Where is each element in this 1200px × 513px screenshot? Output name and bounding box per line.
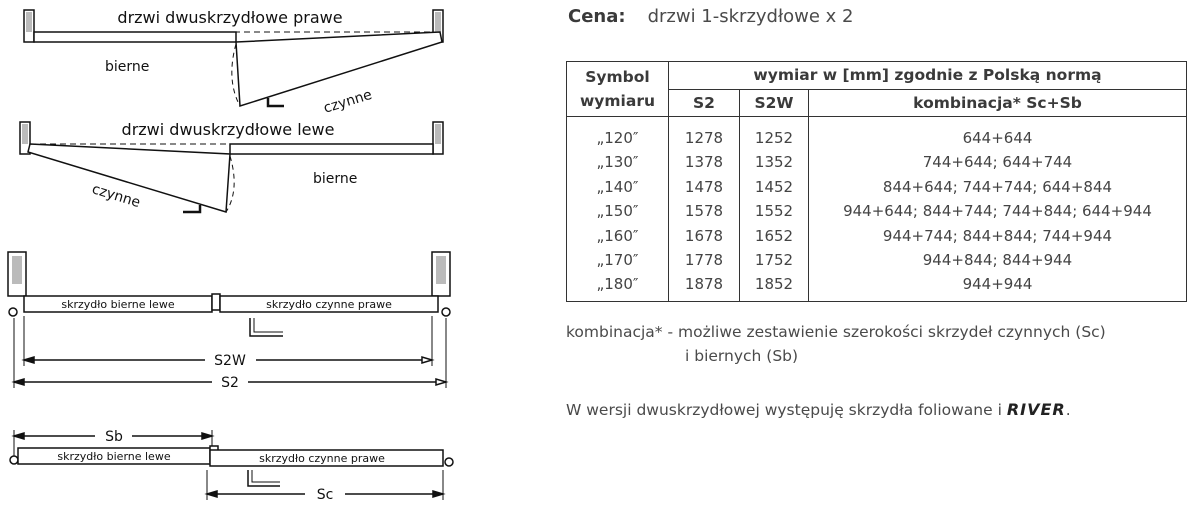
active-leaf-open bbox=[235, 31, 443, 108]
diagram2-passive-label: bierne bbox=[313, 171, 357, 187]
door-diagrams: drzwi dwuskrzydłowe prawe bierne czynne … bbox=[7, 8, 454, 503]
cell-combination: 644+644 bbox=[808, 116, 1187, 151]
cell-combination: 944+844; 844+944 bbox=[808, 248, 1187, 273]
cell-symbol: „140″ bbox=[566, 174, 669, 200]
diagram-leaf-widths bbox=[9, 430, 454, 500]
column-header-combination: kombinacja* Sc+Sb bbox=[808, 88, 1187, 117]
table-row: „150″ 1578 1552 944+644; 844+744; 744+84… bbox=[566, 199, 1187, 224]
plan1-passive-label: skrzydło bierne lewe bbox=[61, 298, 174, 311]
diagram1-passive-label: bierne bbox=[105, 59, 149, 75]
cell-s2: 1478 bbox=[668, 174, 740, 200]
table-header-row: Symbol wymiaru wymiar w [mm] zgodnie z P… bbox=[566, 61, 1187, 117]
table-row: „170″ 1778 1752 944+844; 844+944 bbox=[566, 248, 1187, 273]
cell-s2w: 1352 bbox=[739, 150, 809, 175]
cell-symbol: „170″ bbox=[566, 248, 669, 273]
cell-s2: 1678 bbox=[668, 223, 740, 249]
dimension-s2-label: S2 bbox=[221, 375, 239, 391]
note-line-2: i biernych (Sb) bbox=[685, 347, 799, 365]
cell-s2: 1278 bbox=[668, 116, 740, 151]
cell-combination: 944+944 bbox=[808, 272, 1187, 302]
passive-leaf bbox=[33, 31, 237, 43]
dimension-sb-label: Sb bbox=[105, 429, 123, 445]
cell-combination: 944+644; 844+744; 744+844; 644+944 bbox=[808, 199, 1187, 224]
column-header-s2w: S2W bbox=[739, 88, 809, 117]
cell-combination: 844+644; 744+744; 644+844 bbox=[808, 174, 1187, 200]
cell-combination: 744+644; 644+744 bbox=[808, 150, 1187, 175]
diagram-double-door-left bbox=[19, 121, 444, 214]
cell-s2w: 1652 bbox=[739, 223, 809, 249]
cell-s2w: 1252 bbox=[739, 116, 809, 151]
version-note: W wersji dwuskrzydłowej występuję skrzyd… bbox=[566, 400, 1071, 419]
table-row: „130″ 1378 1352 744+644; 644+744 bbox=[566, 150, 1187, 175]
handle-icon bbox=[266, 98, 284, 108]
diagram-plan-dimensions bbox=[7, 251, 451, 388]
table-row: „120″ 1278 1252 644+644 bbox=[566, 116, 1187, 151]
price-line: Cena: drzwi 1-skrzydłowe x 2 bbox=[568, 6, 853, 27]
dimension-sc-label: Sc bbox=[317, 487, 334, 503]
plan2-active-label: skrzydło czynne prawe bbox=[259, 452, 385, 465]
passive-leaf bbox=[229, 143, 434, 155]
column-header-s2: S2 bbox=[668, 88, 740, 117]
swing-arc bbox=[231, 43, 241, 107]
river-brand-logo: RIVER bbox=[1006, 400, 1066, 419]
cell-s2w: 1452 bbox=[739, 174, 809, 200]
cell-s2: 1578 bbox=[668, 199, 740, 224]
price-label: Cena: bbox=[568, 6, 626, 27]
dimensions-table: Symbol wymiaru wymiar w [mm] zgodnie z P… bbox=[566, 61, 1187, 302]
column-header-symbol: Symbol wymiaru bbox=[566, 61, 669, 117]
swing-arc bbox=[225, 155, 235, 213]
cell-symbol: „150″ bbox=[566, 199, 669, 224]
plan2-passive-label: skrzydło bierne lewe bbox=[57, 450, 170, 463]
cell-symbol: „160″ bbox=[566, 223, 669, 249]
active-leaf bbox=[209, 449, 444, 467]
diagram2-active-label: czynne bbox=[90, 181, 142, 211]
cell-symbol: „130″ bbox=[566, 150, 669, 175]
column-group-header: wymiar w [mm] zgodnie z Polską normą bbox=[668, 61, 1187, 90]
version-end: . bbox=[1065, 401, 1071, 419]
table-row: „140″ 1478 1452 844+644; 744+744; 644+84… bbox=[566, 174, 1187, 200]
diagram1-active-label: czynne bbox=[322, 87, 374, 117]
cell-s2: 1878 bbox=[668, 272, 740, 302]
cell-s2: 1378 bbox=[668, 150, 740, 175]
cell-s2w: 1852 bbox=[739, 272, 809, 302]
cell-symbol: „120″ bbox=[566, 116, 669, 151]
dimension-s2w-label: S2W bbox=[214, 353, 246, 369]
note-line-1: kombinacja* - możliwe zestawienie szerok… bbox=[566, 323, 1106, 341]
cell-s2w: 1752 bbox=[739, 248, 809, 273]
table-subheader-row: S2 S2W kombinacja* Sc+Sb bbox=[567, 88, 1187, 117]
version-text: W wersji dwuskrzydłowej występuję skrzyd… bbox=[566, 401, 1007, 419]
handle-icon bbox=[183, 205, 202, 214]
table-row: „160″ 1678 1652 944+744; 844+844; 744+94… bbox=[566, 223, 1187, 249]
table-row: „180″ 1878 1852 944+944 bbox=[566, 272, 1187, 302]
diagram1-title: drzwi dwuskrzydłowe prawe bbox=[117, 8, 342, 27]
combination-note: kombinacja* - możliwe zestawienie szerok… bbox=[566, 320, 1106, 368]
cell-s2w: 1552 bbox=[739, 199, 809, 224]
diagram2-title: drzwi dwuskrzydłowe lewe bbox=[122, 120, 335, 139]
price-value: drzwi 1-skrzydłowe x 2 bbox=[647, 6, 854, 27]
cell-s2: 1778 bbox=[668, 248, 740, 273]
cell-symbol: „180″ bbox=[566, 272, 669, 302]
active-leaf bbox=[219, 295, 439, 313]
cell-combination: 944+744; 844+844; 744+944 bbox=[808, 223, 1187, 249]
plan1-active-label: skrzydło czynne prawe bbox=[266, 298, 392, 311]
diagram-double-door-right bbox=[23, 9, 444, 108]
